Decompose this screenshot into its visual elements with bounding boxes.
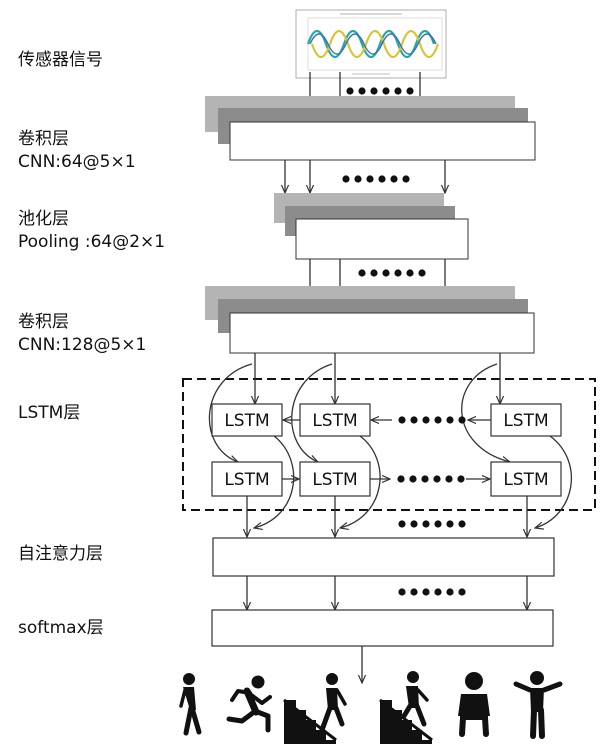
lstm-cell-label: LSTM bbox=[503, 470, 548, 490]
lstm-cell bbox=[211, 461, 283, 497]
downstairs-icon bbox=[379, 671, 433, 744]
ellipsis-dots-4 bbox=[398, 416, 466, 424]
upstairs-icon bbox=[283, 673, 347, 744]
softmax-layer-box bbox=[211, 609, 554, 647]
standing-icon bbox=[513, 671, 563, 739]
label-pool-title: 池化层 bbox=[18, 209, 69, 229]
lstm-layer-container bbox=[182, 378, 596, 511]
walking-icon bbox=[179, 673, 202, 736]
pooling-feature-stack bbox=[274, 193, 469, 260]
lstm-cell bbox=[299, 403, 371, 437]
label-conv1-param: CNN:64@5×1 bbox=[18, 152, 136, 172]
label-conv2-param: CNN:128@5×1 bbox=[18, 335, 147, 355]
conv2-feature-stack bbox=[205, 286, 535, 354]
lstm-cell-label: LSTM bbox=[503, 411, 548, 431]
ellipsis-dots-7 bbox=[398, 588, 466, 596]
ellipsis-dots-2 bbox=[342, 175, 410, 183]
lstm-cell bbox=[490, 461, 562, 497]
lstm-row-top bbox=[211, 403, 562, 437]
lstm-cell bbox=[211, 403, 283, 437]
label-softmax-layer: softmax层 bbox=[18, 618, 104, 638]
lstm-cell-label: LSTM bbox=[312, 411, 357, 431]
conv1-feature-stack bbox=[205, 96, 536, 161]
ellipsis-dots-5 bbox=[397, 475, 465, 483]
label-conv2-title: 卷积层 bbox=[18, 312, 69, 332]
ellipsis-dots-3 bbox=[358, 269, 426, 277]
sitting-icon bbox=[458, 672, 490, 737]
lstm-row-bottom bbox=[211, 461, 562, 497]
label-conv1-title: 卷积层 bbox=[18, 129, 69, 149]
label-lstm-layer: LSTM层 bbox=[18, 403, 81, 423]
arrows-lstm-to-attention bbox=[247, 435, 573, 537]
sensor-signal-plot bbox=[295, 9, 447, 79]
arrows-conv1-to-pool bbox=[285, 160, 445, 193]
ellipsis-dots-1 bbox=[346, 87, 414, 95]
lstm-cell-label: LSTM bbox=[224, 411, 269, 431]
ellipsis-dots-6 bbox=[398, 520, 466, 528]
attention-layer-box bbox=[212, 537, 555, 577]
lstm-cell-label: LSTM bbox=[312, 470, 357, 490]
running-icon bbox=[226, 675, 272, 733]
label-pool-param: Pooling :64@2×1 bbox=[18, 232, 166, 252]
arrows-attention-to-softmax bbox=[247, 576, 527, 610]
label-attention-layer: 自注意力层 bbox=[18, 544, 103, 564]
lstm-cell bbox=[490, 403, 562, 437]
label-sensor-signal: 传感器信号 bbox=[18, 50, 103, 70]
arrows-conv2-to-lstm bbox=[208, 353, 510, 462]
lstm-cell-label: LSTM bbox=[224, 470, 269, 490]
